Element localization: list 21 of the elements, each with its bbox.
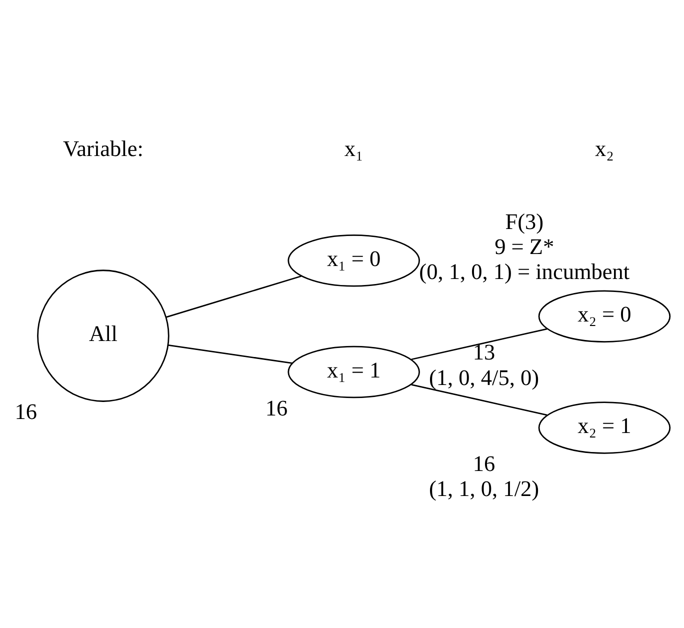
connector (168, 344, 292, 364)
node-ellipse: x₂ = 1 (538, 401, 671, 454)
node-label: F(3) (505, 208, 544, 234)
node-label: 16 (472, 450, 496, 476)
node-label: (1, 0, 4/5, 0) (428, 364, 540, 390)
label: x₂ (595, 135, 614, 160)
node-label: 13 (472, 339, 496, 364)
connector (411, 328, 548, 360)
node-circle: All (37, 269, 170, 402)
node-label: (0, 1, 0, 1) = incumbent (419, 258, 630, 284)
label: Variable: (63, 135, 144, 160)
node-label: (1, 1, 0, 1/2) (428, 476, 540, 501)
connector (411, 383, 548, 416)
node-label: 16 (265, 394, 288, 420)
node-label: 16 (14, 398, 38, 424)
connector (166, 274, 302, 318)
node-ellipse: x₁ = 1 (288, 345, 420, 398)
node-label: 9 = Z* (494, 233, 554, 258)
node-ellipse: x₂ = 0 (538, 290, 671, 342)
node-ellipse: x₁ = 0 (288, 234, 420, 286)
label: x₁ (344, 135, 364, 160)
